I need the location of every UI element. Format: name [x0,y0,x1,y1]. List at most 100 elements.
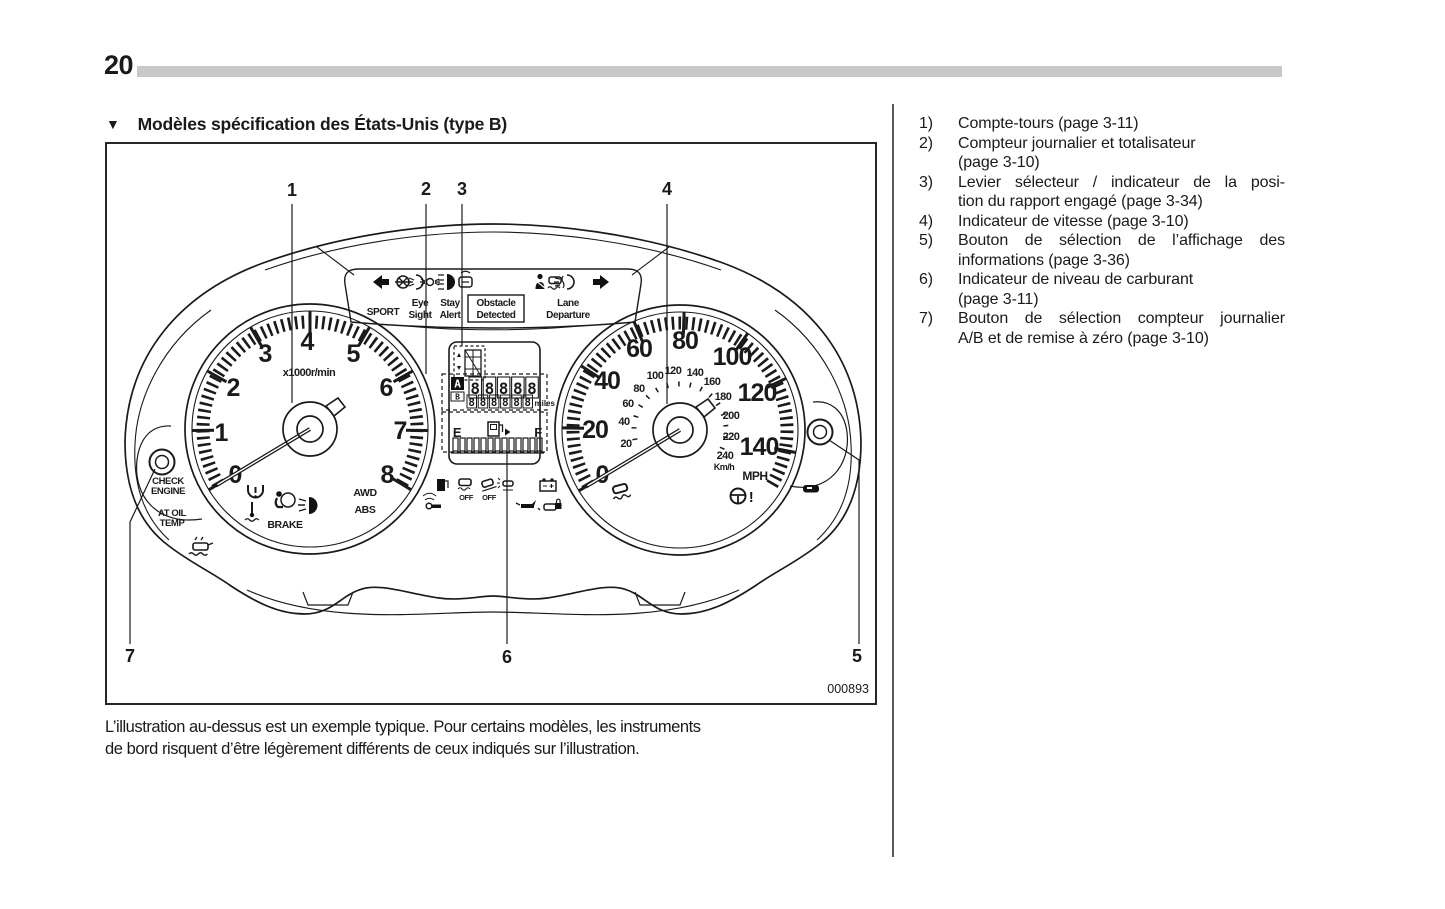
tach-7: 7 [394,417,407,445]
reference-item-text: Indicateur de vitesse (page 3-10) [958,212,1189,230]
speedo-inner-labels: 20 40 60 80 100 120 140 160 180 200 220 … [618,365,740,472]
cluster-shell [124,223,862,616]
hill-hold-off-icon [481,478,497,492]
aux-car-icon [497,477,514,491]
key-immobilizer-icon [422,492,441,510]
coolant-pot-icon [188,536,214,556]
center-display: A B 8 8 8 8 8 [441,341,556,465]
figure-code: 000893 [827,682,869,696]
high-beam-icon [438,274,455,290]
reference-item-number: 7) [919,310,934,327]
reference-item-1: 1) Compte-tours (page 3-11) [919,114,1287,134]
kmh-200: 200 [723,410,740,422]
eyesight-label-1: Eye [412,298,429,309]
trip-reset-button [148,448,176,476]
reference-item-text: (page 3-11) [958,290,1039,308]
tachometer: 0 1 2 3 4 5 6 7 8 x1000r/min [184,303,436,555]
callout-5: 5 [852,646,862,666]
callout-7: 7 [125,646,135,666]
reference-item-4: 4) Indicateur de vitesse (page 3-10) [919,212,1287,232]
tach-2: 2 [227,374,240,402]
speedo-needle [584,428,682,489]
reference-item-text: Indicateur de niveau de carburant [958,271,1194,288]
reference-item-number: 4) [919,212,934,230]
speedo-120: 120 [738,379,777,407]
kmh-140: 140 [687,367,704,379]
speedo-20: 20 [582,416,608,444]
kmh-20: 20 [620,438,632,450]
tach-5: 5 [347,340,361,368]
telltale-strip: SPORT Eye Sight Stay Alert Obstacle Dete… [344,268,642,331]
callout-3: 3 [457,179,467,199]
battery-icon [539,478,557,492]
svg-text:8: 8 [480,396,487,409]
eyesight-label-2: Sight [409,310,433,321]
reference-item-3: 3)Levier sélecteur / indicateur de la po… [919,173,1287,212]
lower-telltale-block: OFF OFF [422,477,562,511]
speedo-80: 80 [672,327,698,355]
reference-item-7: 7)Bouton de sélection compteur journalie… [919,309,1287,348]
turn-signal-right-icon [593,275,609,289]
coolant-temp-icon [244,502,260,522]
column-divider [892,104,894,857]
steering-excl: ! [749,489,754,506]
cluster-drawing: SPORT Eye Sight Stay Alert Obstacle Dete… [124,179,869,696]
kmh-240: 240 [717,450,734,462]
speedo-140: 140 [740,433,779,461]
svg-text:8: 8 [513,379,523,398]
vdc-off-label: OFF [459,493,474,502]
security-car-icon [803,485,819,493]
trip-odometer-display: A B 8 8 8 8 8 [441,373,556,411]
section-heading: ▼Modèles spécification des États-Unis (t… [106,114,507,135]
tach-3: 3 [259,340,272,368]
parking-lamp-icon [420,277,440,287]
vdc-icon [547,276,562,290]
tach-needle [214,427,312,488]
reference-item-text: Compteur journalier et totalisateur [958,134,1196,152]
callout-1: 1 [287,180,297,200]
gear-position-indicator [453,345,486,381]
door-lock-icon [543,498,562,511]
instrument-cluster-figure: SPORT Eye Sight Stay Alert Obstacle Dete… [105,142,877,705]
reference-list: 1) Compte-tours (page 3-11) 2) Compteur jou… [919,114,1287,348]
reference-item-text: (page 3-10) [958,154,1040,171]
page-number: 20 [104,50,134,80]
info-display-button [806,418,834,446]
svg-text:8: 8 [470,379,480,398]
obstacle-label-2: Detected [476,310,515,321]
caption-line-1: L’illustration au-dessus est un exemple … [105,718,701,736]
svg-text:8: 8 [513,396,520,409]
kmh-180: 180 [715,391,732,403]
reference-item-number: 2) [919,134,934,152]
svg-text:8: 8 [499,379,509,398]
reference-item-number: 1) [919,115,934,132]
vdc-off-icon: OFF [457,478,474,502]
fuel-f-label: F [534,425,542,440]
speedo-40: 40 [594,367,620,395]
reference-item-text: informations (page 3-36) [958,251,1130,269]
lane-departure-label-2: Departure [546,310,590,321]
steering-warning-icon: ! [729,487,754,506]
miles-label: miles [535,399,556,408]
reference-item-number: 3) [919,173,934,191]
reference-item-number: 6) [919,271,934,288]
speedo-100: 100 [713,343,752,371]
kmh-160: 160 [704,376,721,388]
tach-hub [282,396,347,457]
odometer-digits: 8 8 8 8 8 8 miles [466,394,556,409]
check-engine-2: ENGINE [151,486,185,497]
left-telltale-block: CHECK ENGINE AT OIL TEMP [151,476,214,556]
tach-8: 8 [381,461,395,489]
reference-item-text: A/B et de remise à zéro (page 3-10) [958,329,1209,347]
reference-item-text: Compte-tours (page 3-11) [958,115,1139,132]
stay-alert-label-1: Stay [440,298,460,309]
callout-6: 6 [502,647,512,667]
callout-2: 2 [421,179,431,199]
skid-warning-icon [611,482,632,500]
fog-lamp-icon [554,274,575,290]
tach-unit: x1000r/min [283,367,336,379]
reference-item-6: 6) Indicateur de niveau de carburant (page… [919,270,1287,309]
svg-text:8: 8 [468,396,475,409]
section-heading-text: Modèles spécification des États-Unis (ty… [137,114,507,134]
svg-text:8: 8 [527,379,537,398]
